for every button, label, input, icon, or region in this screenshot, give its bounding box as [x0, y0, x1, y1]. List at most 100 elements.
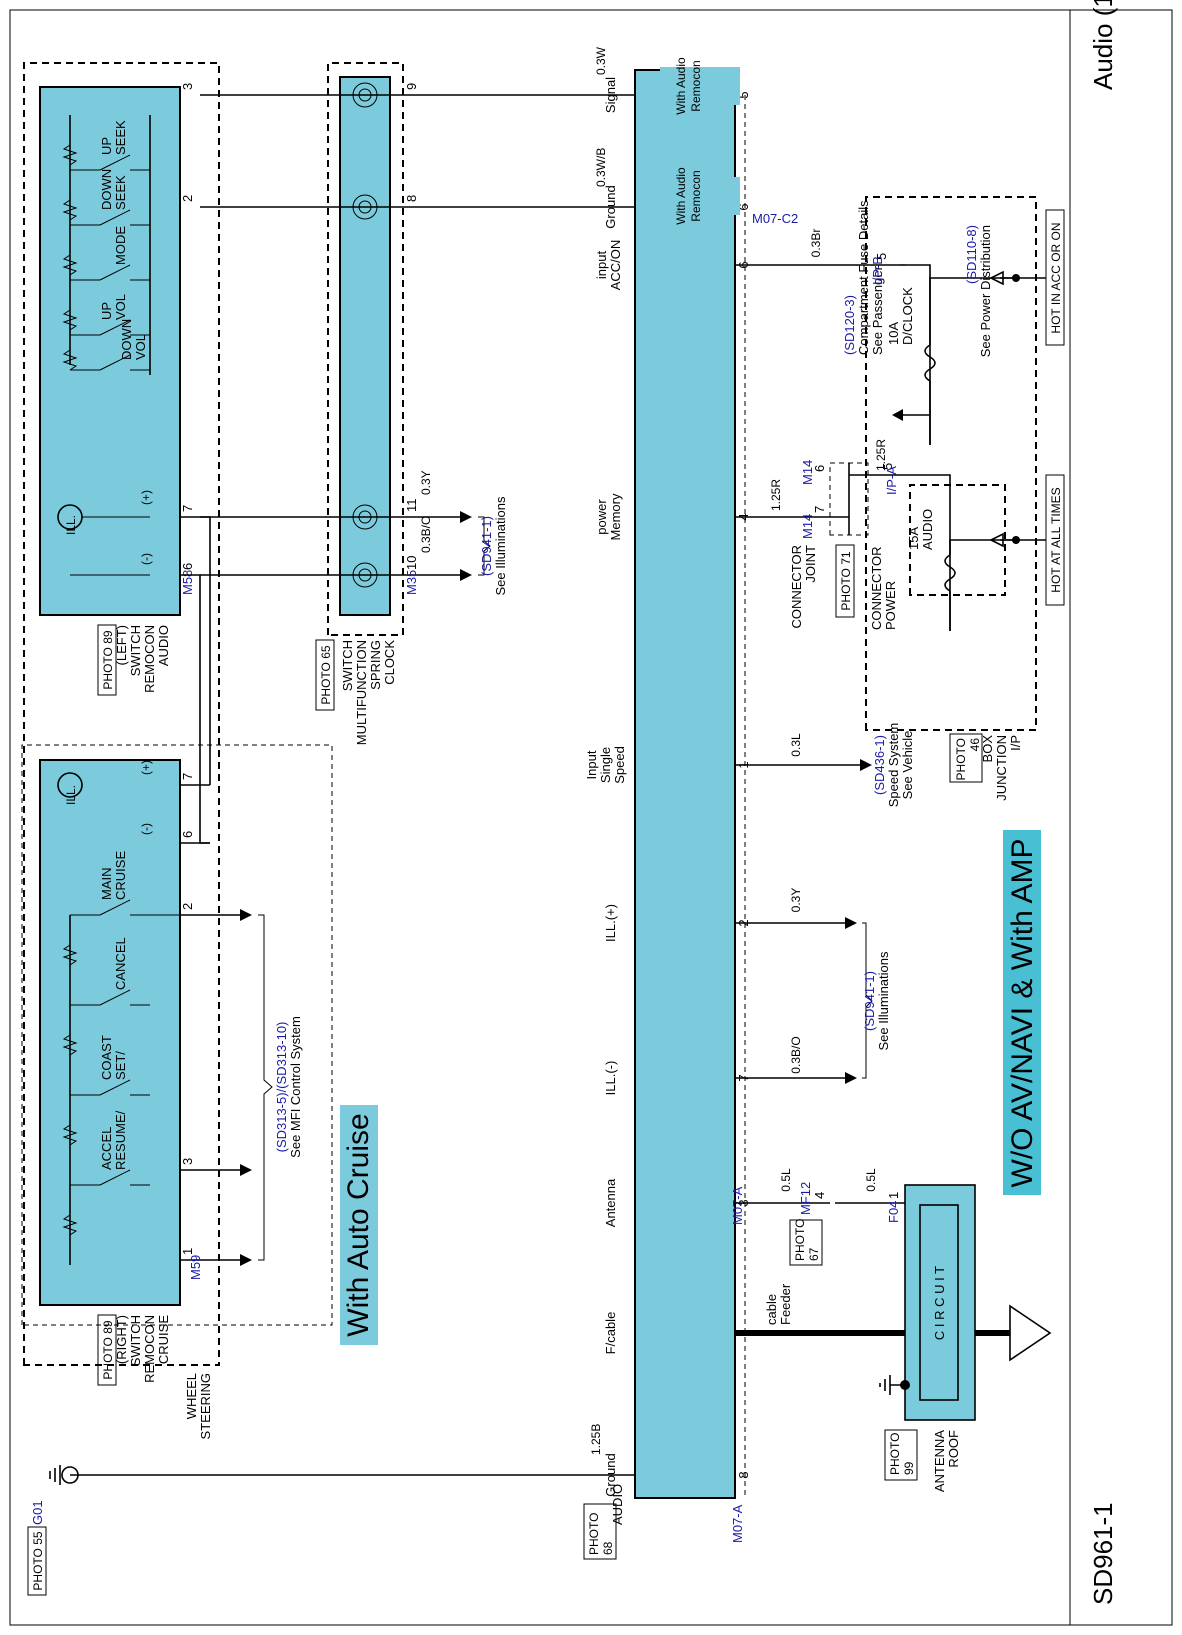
wire-signal-label: 0.3W: [594, 46, 608, 75]
ill-plus-bridge: [180, 516, 211, 785]
btn-set-coast: SET/ COAST: [99, 1035, 128, 1080]
cruise-pin-1: 1: [180, 1248, 195, 1255]
svg-text:Remocon: Remocon: [689, 60, 703, 111]
svg-text:See Illuminations: See Illuminations: [876, 951, 891, 1050]
svg-text:Remocon: Remocon: [689, 170, 703, 221]
svg-text:I/P: I/P: [1008, 735, 1023, 751]
illum-brace: [862, 922, 873, 1079]
svg-text:RESUME/: RESUME/: [113, 1110, 128, 1170]
audio-ill-minus: (-): [139, 553, 153, 565]
svg-text:REMOCON: REMOCON: [142, 1315, 157, 1383]
wire-clk-ill-plus-label: 0.3Y: [419, 470, 433, 495]
antenna-circuit: [919, 1204, 959, 1401]
svg-text:UP: UP: [99, 137, 114, 155]
svg-text:F/cable: F/cable: [603, 1312, 618, 1355]
roof-antenna-label: ROOF ANTENNA: [932, 1430, 961, 1492]
auto-cruise-region: [21, 744, 333, 1326]
illum-brace-left: [478, 516, 491, 576]
antenna-icon: [1009, 1304, 1052, 1362]
clk-pin-10: 10: [404, 556, 419, 570]
svg-text:Feeder: Feeder: [778, 1283, 793, 1325]
remocon-resistors: [62, 144, 78, 371]
cruise-pin-2: 2: [180, 903, 195, 910]
svg-text:(RIGHT): (RIGHT): [114, 1315, 129, 1364]
svg-text:(LEFT): (LEFT): [114, 625, 129, 665]
ground-icon: [49, 1465, 61, 1485]
joint-photo: PHOTO 71: [839, 551, 853, 610]
audio-unit: [634, 69, 736, 1499]
vehicle-speed-ref: See Vehicle Speed System (SD436-1): [872, 723, 915, 808]
multifunction-label: MULTIFUNCTION SWITCH: [340, 640, 369, 745]
svg-text:See MFI Control System: See MFI Control System: [288, 1016, 303, 1158]
svg-text:VOL: VOL: [113, 294, 128, 320]
ipa-ref: I/P-A: [884, 466, 899, 495]
remocon-tag-1: [660, 67, 740, 105]
fuse-details-arrow: [892, 409, 903, 421]
svg-text:JOINT: JOINT: [803, 545, 818, 583]
audio-fuse: [944, 554, 956, 592]
power-connector-label: POWER CONNECTOR: [869, 546, 898, 630]
antenna-circuit-text: C I R C U I T: [932, 1266, 947, 1340]
svg-text:PHOTO: PHOTO: [954, 738, 968, 780]
svg-text:PHOTO: PHOTO: [587, 1513, 601, 1555]
ill-minus-bridge: [180, 574, 210, 844]
svg-text:WHEEL: WHEEL: [184, 1373, 199, 1419]
clock-spring: [339, 76, 391, 616]
cruise-switch-photo-box: [97, 1314, 117, 1386]
variant-banner: [1003, 830, 1041, 1195]
remocon-switches: [70, 154, 150, 371]
audio-pin-speed: Speed Single Input: [584, 746, 627, 784]
svg-text:UP: UP: [99, 302, 114, 320]
cruise-banner-text: With Auto Cruise: [342, 1113, 375, 1336]
page-code: SD961-1: [1088, 1502, 1118, 1605]
remocon-tag-2-text: With Audio Remocon: [674, 167, 703, 225]
mfi-brace: [258, 914, 273, 1261]
svg-text:MODE: MODE: [113, 226, 128, 265]
speed-arrow: [860, 759, 872, 771]
svg-text:ACC/ON: ACC/ON: [608, 240, 623, 291]
ref-m07-a2: M07-A: [730, 1504, 745, 1543]
joint-ref-in: M14: [800, 460, 815, 485]
cruise-switch-photo: PHOTO 89: [101, 1320, 115, 1379]
cruise-pin-7: 7: [180, 773, 195, 780]
junction-box-photo-box: [949, 733, 983, 783]
audio-pin-num-signal: 5: [736, 91, 751, 98]
ipa-pin: 5: [880, 463, 895, 470]
svg-text:(SD110-8): (SD110-8): [964, 225, 979, 284]
svg-text:SPRING: SPRING: [368, 640, 383, 690]
cruise-ref: M59: [188, 1255, 203, 1280]
svg-text:ILL.(-): ILL.(-): [603, 1061, 618, 1096]
svg-text:SWITCH: SWITCH: [128, 1315, 143, 1366]
svg-text:CANCEL: CANCEL: [113, 937, 128, 990]
cruise-pin-3: 3: [180, 1158, 195, 1165]
svg-text:Input: Input: [584, 750, 599, 779]
audio-switch-label: AUDIO REMOCON SWITCH (LEFT): [114, 625, 171, 693]
mf12-ref: MF12: [798, 1182, 813, 1215]
cruise-remocon-switch: [39, 759, 181, 1306]
page-frame: [9, 9, 1173, 1626]
svg-text:CONNECTOR: CONNECTOR: [789, 545, 804, 629]
joint-photo-box: [835, 544, 855, 618]
svg-text:10A: 10A: [886, 322, 901, 345]
audio-pin-memory: Memory power: [594, 493, 623, 540]
svg-text:ILL.(+): ILL.(+): [603, 904, 618, 942]
svg-text:SWITCH: SWITCH: [128, 625, 143, 676]
btn-resume-accel: RESUME/ ACCEL: [99, 1110, 128, 1170]
svg-text:(SD941-1): (SD941-1): [862, 971, 877, 1031]
svg-text:With Audio: With Audio: [674, 57, 688, 115]
svg-text:With Audio: With Audio: [674, 167, 688, 225]
svg-text:BOX: BOX: [980, 735, 995, 763]
power-dist-label: See Power Distribution (SD110-8): [964, 225, 993, 357]
mf12-pin: 4: [812, 1192, 827, 1199]
wire-sig-ground-label: 0.3W/B: [594, 148, 608, 187]
svg-text:(SD313-5)/(SD313-10): (SD313-5)/(SD313-10): [274, 1022, 289, 1153]
illum-ref-left: See Illuminations (SD941-1): [479, 496, 508, 595]
cruise-switch-label: CRUISE REMOCON SWITCH (RIGHT): [114, 1315, 171, 1383]
audio-ill-plus: (+): [139, 490, 153, 505]
wire-ground-label: 1.25B: [589, 1424, 603, 1455]
audio-sw-pin-3: 3: [180, 83, 195, 90]
illum-ref-right: See Illuminations (SD941-1): [862, 951, 891, 1050]
ground-ref: G01: [30, 1500, 45, 1525]
ref-m07-a1: M07-A: [730, 1186, 745, 1225]
